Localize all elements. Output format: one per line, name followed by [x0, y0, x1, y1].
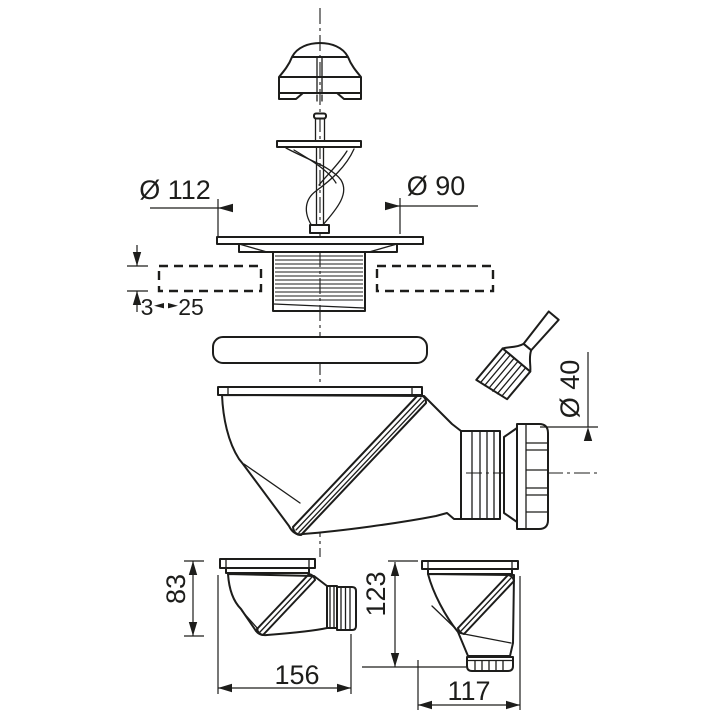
cone-washer	[503, 427, 518, 523]
outlet-nut	[516, 423, 549, 530]
worktop-cutout-left	[157, 264, 263, 293]
dim-label-flange-inner: Ø 90	[407, 171, 466, 201]
dim-label-front-height: 123	[361, 571, 391, 616]
dim-side-height: 83	[161, 560, 204, 637]
flange-and-thread	[216, 236, 424, 312]
brush-icon	[475, 310, 560, 401]
front-view	[421, 560, 519, 672]
dim-outlet: Ø 40	[540, 352, 598, 441]
dim-label-side-height: 83	[161, 574, 191, 604]
dim-label-flange-outer: Ø 112	[139, 175, 211, 205]
side-view	[219, 558, 357, 637]
helical-vane	[285, 147, 355, 228]
dim-label-deck-max: 25	[178, 294, 204, 320]
control-rod-and-vane	[276, 112, 362, 234]
sealing-gasket	[212, 336, 428, 364]
dim-label-outlet: Ø 40	[555, 360, 585, 419]
dim-front-height: 123	[361, 560, 466, 668]
dim-side-width: 156	[217, 575, 352, 694]
outlet-pipe-ridges	[460, 430, 501, 520]
dim-front-width: 117	[417, 576, 521, 710]
dim-flange-inner: Ø 90	[385, 171, 478, 234]
dim-label-side-width: 156	[274, 660, 319, 690]
trap-body-main	[217, 386, 549, 536]
dim-flange-outer: Ø 112	[139, 175, 233, 236]
dim-label-deck-min: 3	[141, 294, 154, 320]
dim-label-front-width: 117	[447, 676, 490, 706]
joint-band	[292, 394, 427, 536]
pop-up-knob	[278, 42, 362, 102]
dim-deck-thickness: 3 25	[127, 245, 204, 320]
worktop-cutout-right	[375, 264, 495, 293]
